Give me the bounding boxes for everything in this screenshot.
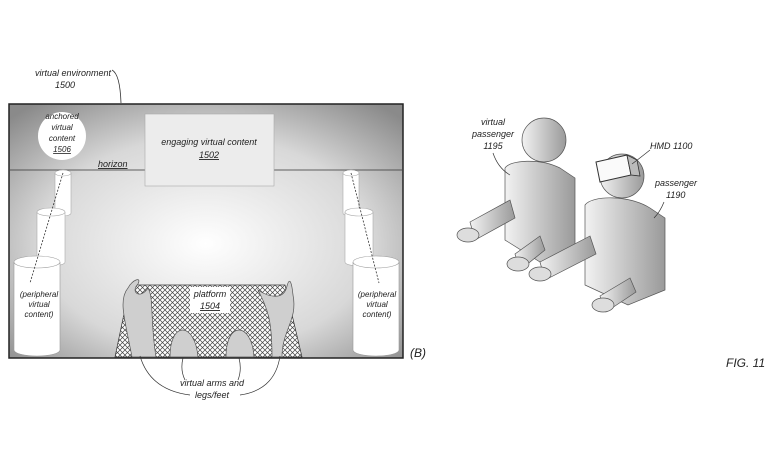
svg-text:(peripheral: (peripheral <box>358 290 396 299</box>
svg-text:1502: 1502 <box>199 150 219 160</box>
svg-text:platform: platform <box>193 289 227 299</box>
svg-text:passenger: passenger <box>471 129 515 139</box>
svg-text:1195: 1195 <box>483 141 503 151</box>
svg-text:1190: 1190 <box>666 190 685 200</box>
figure-label: FIG. 11 <box>726 356 765 370</box>
panel-tag: (B) <box>410 346 426 360</box>
svg-text:content): content) <box>25 310 54 319</box>
hmd-label: HMD 1100 <box>631 141 692 165</box>
svg-text:HMD 1100: HMD 1100 <box>650 141 692 151</box>
limbs-callout: virtual arms and legs/feet <box>139 355 281 400</box>
svg-text:virtual arms and: virtual arms and <box>180 378 245 388</box>
svg-text:virtual: virtual <box>51 123 73 132</box>
svg-text:(peripheral: (peripheral <box>20 290 58 299</box>
peripheral-content-right: (peripheral virtual content) <box>342 169 400 357</box>
svg-text:engaging virtual content: engaging virtual content <box>161 137 257 147</box>
svg-text:virtual: virtual <box>481 117 506 127</box>
platform: platform 1504 <box>114 284 303 358</box>
virtual-limbs <box>122 279 295 358</box>
passenger-label: passenger 1190 <box>653 178 698 219</box>
svg-text:content: content <box>49 134 76 143</box>
passenger-figure <box>528 153 666 313</box>
virtual-passenger-label: virtual passenger 1195 <box>471 117 515 176</box>
svg-text:1506: 1506 <box>53 145 71 154</box>
peripheral-content-left: (peripheral virtual content) <box>13 169 72 357</box>
anchored-virtual-content: anchored virtual content 1506 <box>38 112 86 160</box>
hmd-headset <box>595 154 641 183</box>
engaging-virtual-content: engaging virtual content 1502 <box>144 113 275 187</box>
svg-text:passenger: passenger <box>654 178 698 188</box>
svg-text:1504: 1504 <box>200 301 220 311</box>
svg-text:legs/feet: legs/feet <box>195 390 230 400</box>
svg-text:content): content) <box>363 310 392 319</box>
svg-text:virtual environment: virtual environment <box>35 68 112 78</box>
horizon-label: horizon <box>98 159 128 169</box>
svg-text:anchored: anchored <box>45 112 79 121</box>
svg-text:virtual: virtual <box>366 300 388 309</box>
virtual-passenger-figure <box>456 117 576 272</box>
svg-text:1500: 1500 <box>55 80 75 90</box>
virtual-environment-label: virtual environment 1500 <box>35 68 122 104</box>
svg-text:virtual: virtual <box>28 300 50 309</box>
